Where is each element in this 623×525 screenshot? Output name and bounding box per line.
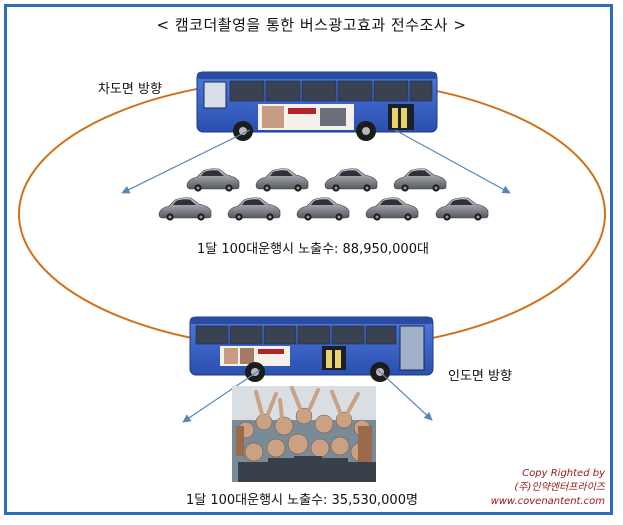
road-exposure-stat: 1달 100대운행시 노출수: 88,950,000대 xyxy=(197,242,429,257)
arrow-left-bottom xyxy=(182,369,261,423)
page-title: < 캠코더촬영을 통한 버스광고효과 전수조사 > xyxy=(156,16,467,34)
bottom-bus-icon xyxy=(189,316,434,382)
copyright-url: www.covenantent.com xyxy=(490,496,605,507)
sidewalk-side-label: 인도면 방향 xyxy=(448,369,512,384)
arrow-left-top xyxy=(121,129,251,194)
arrow-right-top xyxy=(394,129,511,194)
copyright-block: Copy Righted by (주)인약엔터프라이즈 www.covenant… xyxy=(491,467,605,509)
top-bus-icon xyxy=(196,71,438,141)
sidewalk-exposure-stat: 1달 100대운행시 노출수: 35,530,000명 xyxy=(186,493,418,508)
crowd-photo xyxy=(232,386,376,482)
car-icons xyxy=(158,168,489,222)
road-side-label: 차도면 방향 xyxy=(98,82,162,97)
copyright-line-1: Copy Righted by xyxy=(522,468,605,479)
arrow-right-bottom xyxy=(377,369,433,421)
copyright-line-2: (주)인약엔터프라이즈 xyxy=(514,482,605,493)
